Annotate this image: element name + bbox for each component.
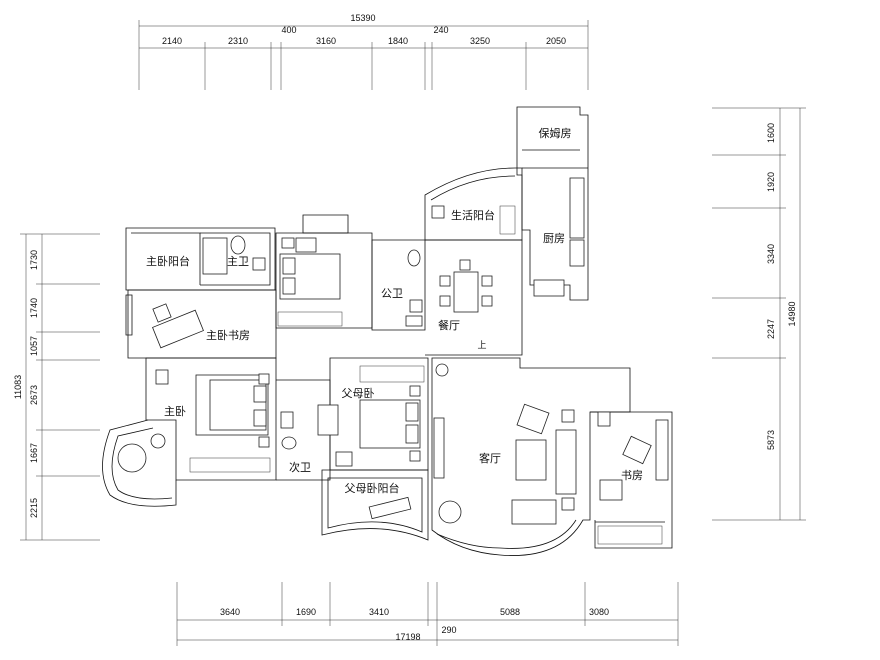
bottom-dim-small: 290 — [441, 625, 456, 635]
right-dim-1: 1600 — [766, 123, 776, 143]
room-label-parents-balcony: 父母卧阳台 — [345, 481, 400, 495]
bottom-total-dim: 17198 — [395, 632, 420, 642]
left-dim-5: 1667 — [29, 443, 39, 463]
bottom-dim-3: 3410 — [369, 607, 389, 617]
room-label-dining: 餐厅 — [438, 318, 460, 332]
top-dim-6: 240 — [433, 25, 448, 35]
right-total-dim: 14980 — [787, 301, 797, 326]
room-label-parents-bedroom: 父母卧 — [342, 387, 375, 400]
top-dim-7: 3250 — [470, 36, 490, 46]
room-label-public-bath: 公卫 — [381, 287, 403, 300]
left-dim-1: 1730 — [29, 250, 39, 270]
room-label-master-bedroom: 主卧 — [164, 405, 186, 418]
right-dim-5: 5873 — [766, 430, 776, 450]
room-label-study: 书房 — [621, 469, 643, 482]
right-dim-4: 2247 — [766, 319, 776, 339]
left-dimension-chain: 1730 1740 1057 2673 1667 2215 11083 — [13, 233, 100, 541]
bottom-dim-2: 1690 — [296, 607, 316, 617]
right-dimension-chain: 1600 1920 3340 2247 5873 14980 — [712, 107, 806, 521]
room-label-kitchen: 厨房 — [543, 232, 565, 245]
bottom-dim-4: 5088 — [500, 607, 520, 617]
top-dim-3: 400 — [281, 25, 296, 35]
room-label-master-balcony: 主卧阳台 — [146, 254, 190, 268]
top-dim-2: 2310 — [228, 36, 248, 46]
top-dim-5: 1840 — [388, 36, 408, 46]
top-dim-8: 2050 — [546, 36, 566, 46]
room-labels: 保姆房 生活阳台 厨房 主卧阳台 主卫 公卫 餐厅 主卧书房 主卧 父母卧 次卫… — [146, 126, 643, 495]
bottom-dimension-chain: 3640 1690 3410 5088 3080 290 17198 — [176, 582, 679, 646]
right-dim-2: 1920 — [766, 172, 776, 192]
room-label-living: 客厅 — [479, 451, 501, 465]
top-total-dim: 15390 — [350, 13, 375, 23]
right-dim-3: 3340 — [766, 244, 776, 264]
furniture — [117, 177, 669, 545]
top-dim-4: 3160 — [316, 36, 336, 46]
left-dim-2: 1740 — [29, 298, 39, 318]
left-total-dim: 11083 — [13, 375, 23, 399]
left-dim-3: 1057 — [29, 336, 39, 356]
bottom-dim-1: 3640 — [220, 607, 240, 617]
walls — [102, 106, 673, 556]
room-label-master-study: 主卧书房 — [206, 329, 250, 342]
left-dim-6: 2215 — [29, 498, 39, 518]
top-dimension-chain: 15390 2140 2310 400 3160 1840 240 3250 2… — [138, 13, 589, 90]
room-label-second-bath: 次卫 — [289, 460, 311, 474]
left-dim-4: 2673 — [29, 385, 39, 405]
room-label-laundry-balcony: 生活阳台 — [451, 208, 495, 222]
bottom-dim-5: 3080 — [589, 607, 609, 617]
room-label-nanny: 保姆房 — [539, 126, 572, 140]
room-label-master-bath: 主卫 — [227, 255, 249, 268]
top-dim-1: 2140 — [162, 36, 182, 46]
entry-mark: 上 — [477, 340, 486, 350]
